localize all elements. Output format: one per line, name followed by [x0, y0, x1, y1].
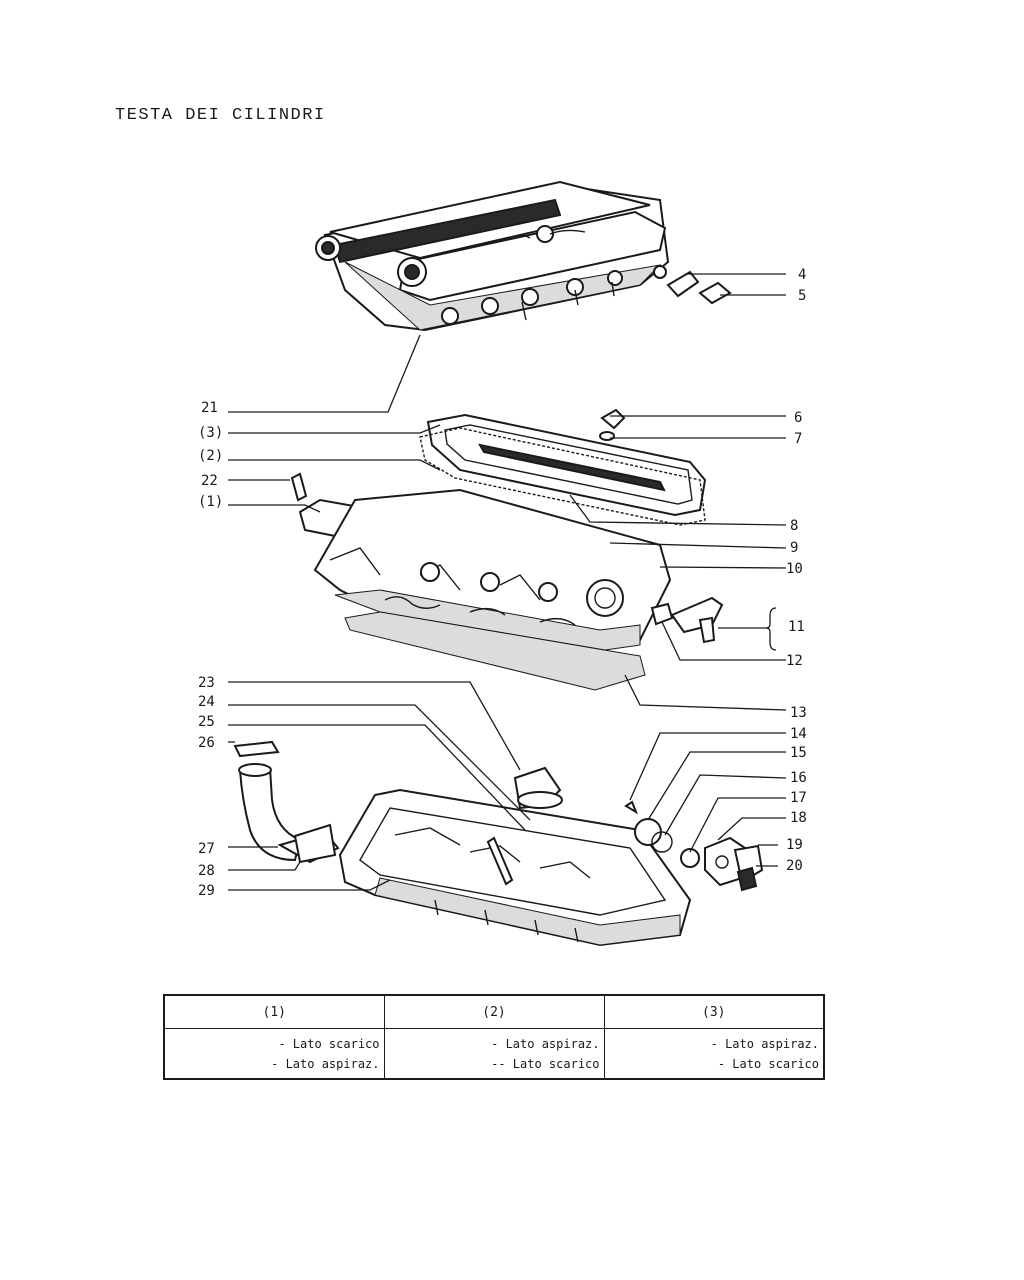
ring-17	[680, 848, 700, 868]
legend-line: - Lato aspiraz.	[271, 1056, 380, 1071]
assembled-cylinder-head	[315, 180, 670, 332]
thermostat-housing	[650, 596, 724, 644]
rocker-cover	[426, 413, 707, 517]
callout-labels: 4 5 6 7 8 9 10 11 12 13 14 15 16 17 18 1…	[198, 267, 807, 899]
legend-header-row: (1) (2) (3)	[163, 994, 825, 1029]
legend-header: (2)	[383, 994, 605, 1029]
callout-18: 18	[790, 810, 807, 826]
legend-body-row: - Lato scarico - Lato aspiraz. - Lato as…	[163, 1028, 825, 1080]
callout-p3: (3)	[198, 425, 223, 441]
gasket-28	[293, 823, 337, 864]
callout-10: 10	[786, 561, 803, 577]
callout-19: 19	[786, 837, 803, 853]
bolt-20	[736, 866, 758, 892]
callout-14: 14	[790, 726, 807, 742]
gasket-16	[651, 831, 673, 853]
callout-23: 23	[198, 675, 215, 691]
clip-26	[233, 740, 280, 758]
callout-28: 28	[198, 863, 215, 879]
callout-12: 12	[786, 653, 803, 669]
cover-plate-5	[698, 281, 732, 305]
leader-lines	[228, 273, 787, 891]
legend-line: - Lato scarico	[717, 1056, 819, 1071]
legend-line: - Lato aspiraz.	[491, 1036, 600, 1051]
callout-7: 7	[794, 431, 802, 447]
callout-21: 21	[201, 400, 218, 416]
callout-5: 5	[798, 288, 806, 304]
water-pipe	[238, 763, 302, 862]
legend-cell: - Lato aspiraz. - Lato scarico	[603, 1028, 825, 1080]
callout-16: 16	[790, 770, 807, 786]
cylinder-head-block	[298, 488, 672, 651]
lower-cylinder-head	[338, 788, 692, 947]
callout-6: 6	[794, 410, 802, 426]
callout-27: 27	[198, 841, 215, 857]
callout-11: 11	[788, 619, 805, 635]
water-outlet-23	[513, 766, 563, 810]
callout-26: 26	[198, 735, 215, 751]
callout-13: 13	[790, 705, 807, 721]
callout-p2: (2)	[198, 448, 223, 464]
callout-20: 20	[786, 858, 803, 874]
legend-line: - Lato aspiraz.	[710, 1036, 819, 1051]
oil-filler-cap	[599, 408, 626, 441]
legend-cell: - Lato scarico - Lato aspiraz.	[163, 1028, 385, 1080]
callout-15: 15	[790, 745, 807, 761]
page-title: TESTA DEI CILINDRI	[115, 106, 326, 125]
callout-29: 29	[198, 883, 215, 899]
cover-gasket	[419, 427, 706, 526]
cover-15	[634, 818, 662, 846]
legend-table: (1) (2) (3) - Lato scarico - Lato aspira…	[163, 994, 825, 1080]
callout-17: 17	[790, 790, 807, 806]
callout-4: 4	[798, 267, 806, 283]
head-gasket	[344, 611, 646, 691]
legend-header: (1)	[163, 994, 385, 1029]
callout-9: 9	[790, 540, 798, 556]
exploded-view-diagram: 4 5 6 7 8 9 10 11 12 13 14 15 16 17 18 1…	[198, 180, 807, 947]
legend-line: -- Lato scarico	[491, 1056, 600, 1071]
callout-24: 24	[198, 694, 215, 710]
screw-14	[624, 800, 639, 815]
callout-8: 8	[790, 518, 798, 534]
legend-cell: - Lato aspiraz. -- Lato scarico	[383, 1028, 605, 1080]
legend-header: (3)	[603, 994, 825, 1029]
callout-22: 22	[201, 473, 218, 489]
legend-line: - Lato scarico	[278, 1036, 380, 1051]
cover-gasket-4	[666, 270, 700, 298]
callout-p1: (1)	[198, 494, 223, 510]
stud-22	[290, 472, 308, 502]
callout-25: 25	[198, 714, 215, 730]
